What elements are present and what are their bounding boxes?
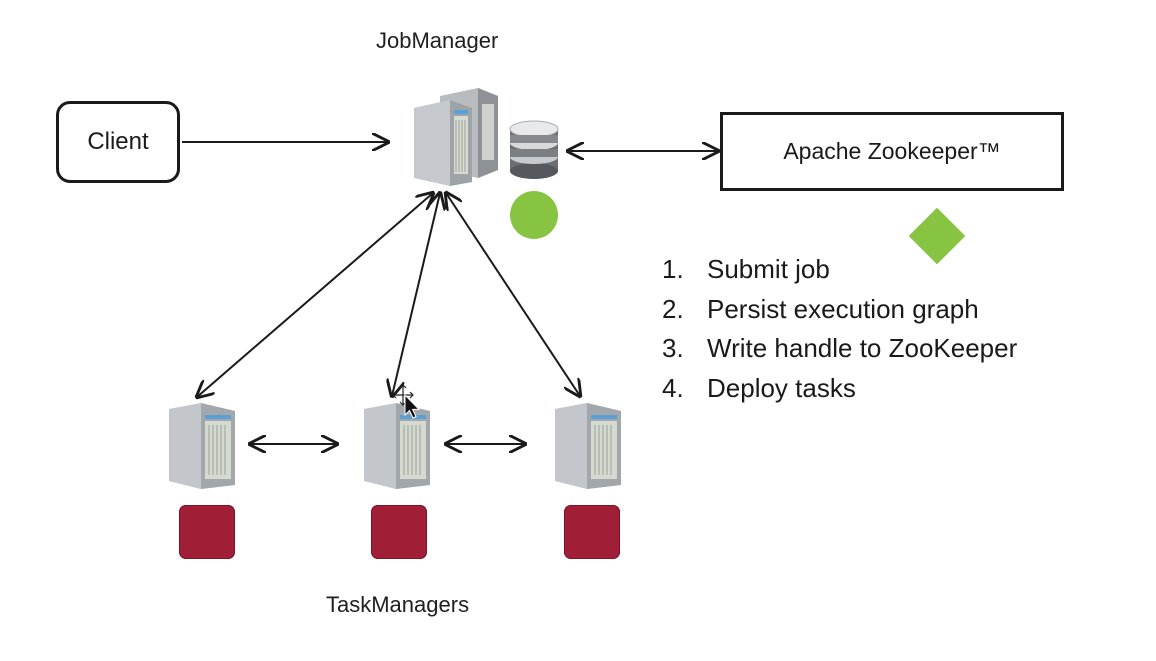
taskmanager-2-server-icon: [362, 401, 434, 494]
task-slot-marker: [564, 505, 620, 559]
arrow-jobmanager-taskmanager-3: [446, 193, 580, 396]
step-item: 3.Write handle to ZooKeeper: [662, 333, 1018, 363]
taskmanagers-label: TaskManagers: [326, 592, 470, 617]
zookeeper-box: Apache Zookeeper™: [720, 112, 1064, 191]
arrow-jobmanager-taskmanager-2: [392, 193, 440, 396]
task-slot-marker: [179, 505, 235, 559]
client-box: Client: [56, 101, 180, 183]
step-item: 2.Persist execution graph: [662, 293, 979, 324]
jobmanager-label: JobManager: [376, 28, 499, 53]
steps-list: 1.Submit job 2.Persist execution graph 3…: [662, 250, 1017, 408]
client-label: Client: [87, 128, 149, 155]
zookeeper-label: Apache Zookeeper™: [783, 138, 1001, 164]
taskmanager-1-server-icon: [167, 401, 239, 494]
database-icon: [506, 119, 562, 186]
taskmanager-3-server-icon: [553, 401, 625, 494]
task-slot-marker: [371, 505, 427, 559]
arrow-jobmanager-taskmanager-1: [197, 193, 433, 397]
green-circle-marker: [510, 191, 558, 239]
step-item: 4.Deploy tasks: [662, 372, 856, 403]
step-item: 1.Submit job: [662, 254, 830, 284]
move-cursor-icon: [391, 383, 425, 424]
jobmanager-server-icon: [412, 86, 508, 191]
